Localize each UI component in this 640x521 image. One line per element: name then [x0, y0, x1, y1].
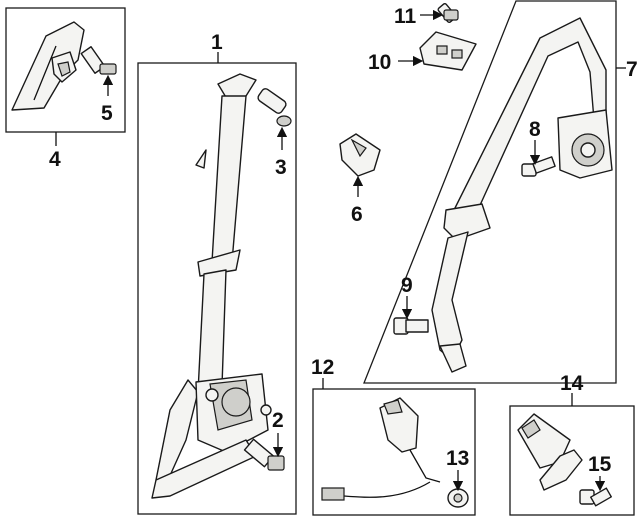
part-11-bolt[interactable] [437, 3, 459, 23]
callout-1: 1 [211, 31, 223, 54]
box-12 [312, 388, 476, 516]
part-14-buckle[interactable] [517, 413, 583, 491]
part-10-plate[interactable] [419, 31, 477, 71]
part-13-nut[interactable] [447, 488, 469, 508]
callout-5: 5 [101, 102, 113, 125]
callout-2: 2 [272, 409, 284, 432]
callout-4: 4 [49, 148, 61, 171]
part-1-belt-assembly[interactable] [151, 73, 272, 499]
part-8-bolt[interactable] [521, 156, 556, 177]
callout-14: 14 [560, 372, 584, 395]
box-4 [5, 7, 126, 133]
box-1 [137, 62, 297, 515]
callout-8: 8 [529, 118, 541, 141]
part-12-buckle[interactable] [321, 397, 441, 501]
callout-6: 6 [351, 203, 363, 226]
part-5-bolt[interactable] [80, 46, 117, 75]
callout-9: 9 [401, 274, 413, 297]
callout-10: 10 [368, 51, 391, 74]
part-6-clip[interactable] [339, 133, 381, 177]
part-7-rear-belt[interactable] [431, 17, 613, 373]
part-4-trim-panel[interactable] [11, 21, 85, 111]
callout-7: 7 [626, 58, 638, 81]
callout-12: 12 [311, 356, 334, 379]
part-3-pin[interactable] [257, 87, 292, 127]
callout-3: 3 [275, 156, 287, 179]
callout-15: 15 [588, 453, 612, 476]
part-9-bolt[interactable] [393, 317, 429, 335]
part-2-bolt[interactable] [243, 438, 285, 471]
box-7 [363, 0, 617, 384]
callout-13: 13 [446, 447, 469, 470]
callout-11: 11 [394, 5, 417, 28]
part-15-bolt[interactable] [579, 487, 612, 507]
